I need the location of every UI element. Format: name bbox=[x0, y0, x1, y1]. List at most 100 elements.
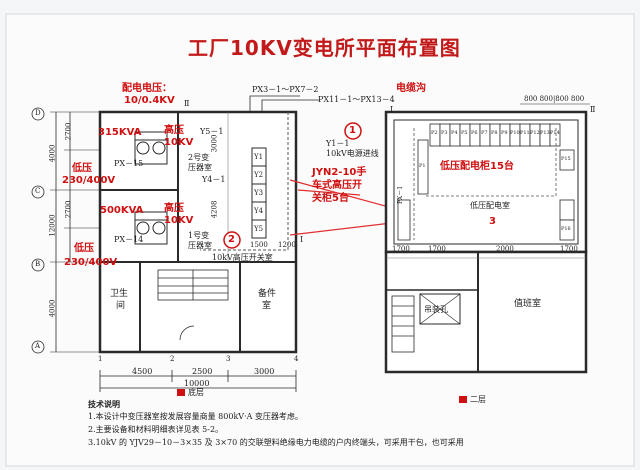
lv-cab-p9: P9 bbox=[501, 130, 508, 136]
label-px11: PX11－1～PX13－4 bbox=[318, 95, 395, 104]
axis-label-a: A bbox=[35, 342, 41, 350]
dim-1200: 1200 bbox=[278, 241, 296, 249]
transformer-1 bbox=[134, 211, 168, 245]
lv-cab-p11: P11 bbox=[520, 130, 530, 136]
right-cable-trench bbox=[413, 128, 557, 240]
transformer2-kva: 315KVA bbox=[98, 127, 142, 138]
label-px3: PX3－1～PX7－2 bbox=[252, 85, 319, 94]
lv-cabinet-row-top bbox=[429, 123, 561, 147]
dim-1700-c: 1700 bbox=[560, 245, 578, 253]
cable-trench-path bbox=[200, 112, 289, 251]
legend-swatch-ground bbox=[177, 389, 185, 396]
label-lv-room: 低压配电室 bbox=[470, 201, 510, 210]
lv-cabinet-count-label: 低压配电柜15台 bbox=[440, 161, 514, 172]
lv-cab-p12: P12 bbox=[530, 130, 540, 136]
label-t2-room-b: 压器室 bbox=[188, 163, 212, 172]
lv-cab-p7: P7 bbox=[481, 130, 488, 136]
label-y4: Y4－1 bbox=[202, 175, 226, 184]
dim-1700-a: 1700 bbox=[392, 245, 410, 253]
marker-3-number: 3 bbox=[489, 216, 496, 227]
axis-label-4: 4 bbox=[294, 355, 299, 363]
lv-cab-p10: P10 bbox=[510, 130, 520, 136]
label-y1: Y1－1 bbox=[326, 139, 350, 148]
right-lower-wall bbox=[384, 250, 588, 374]
right-inner-wall bbox=[393, 119, 579, 245]
label-restroom-a: 卫生 bbox=[110, 289, 129, 299]
dim-2500: 2500 bbox=[192, 367, 213, 376]
notes-heading: 技术说明 bbox=[88, 399, 120, 409]
marker-1-circle bbox=[344, 122, 362, 140]
axis-d bbox=[31, 107, 45, 121]
transformer-2 bbox=[134, 131, 168, 165]
dim-1500: 1500 bbox=[250, 241, 268, 249]
axis-label-1: 1 bbox=[98, 355, 103, 363]
label-px15: PX－15 bbox=[114, 159, 144, 168]
cabinet-y1: Y1 bbox=[254, 153, 264, 161]
page-title: 工厂10KV变电所平面布置图 bbox=[188, 36, 461, 60]
lv-cab-p13: P13 bbox=[540, 130, 550, 136]
axis-label-c: C bbox=[35, 187, 41, 195]
label-hoist: 吊装孔 bbox=[424, 305, 448, 314]
marker-2-number: 2 bbox=[228, 234, 235, 245]
cable-highlights bbox=[289, 179, 401, 236]
dim-3000: 3000 bbox=[210, 134, 219, 153]
lv-cab-p5: P5 bbox=[461, 130, 468, 136]
hoist-hole bbox=[419, 293, 461, 325]
transformer1-hv-b: 10KV bbox=[164, 215, 194, 226]
label-px14: PX－14 bbox=[114, 235, 144, 244]
left-door bbox=[179, 325, 195, 341]
lv-cab-p1: P1 bbox=[419, 163, 426, 169]
power-voltage-value: 10/0.4KV bbox=[124, 95, 175, 106]
dim-4208: 4208 bbox=[210, 200, 219, 219]
label-t1-room-a: 1号变 bbox=[188, 231, 210, 240]
axis-label-2: 2 bbox=[170, 355, 175, 363]
right-floor-plan bbox=[384, 103, 590, 374]
marker-1-number: 1 bbox=[349, 125, 356, 136]
label-t1-room-b: 压器室 bbox=[188, 241, 212, 250]
dim-2700-a: 2700 bbox=[64, 122, 73, 141]
axis-label-3: 3 bbox=[226, 355, 231, 363]
lv-cab-p2: P2 bbox=[431, 130, 438, 136]
label-y5: Y5－1 bbox=[200, 127, 224, 136]
dim-2000: 2000 bbox=[496, 245, 514, 253]
section-mark-ii-right: Ⅱ bbox=[590, 105, 596, 114]
transformer2-hv-b: 10KV bbox=[164, 137, 194, 148]
label-hv-room: 10kV高压开关室 bbox=[212, 253, 273, 262]
transformer1-hv-a: 高压 bbox=[164, 203, 184, 214]
note-1: 1.本设计中变压器室按发展容量商量 800kV·A 变压器考虑。 bbox=[88, 412, 303, 421]
dim-3000-bottom: 3000 bbox=[254, 367, 275, 376]
cabinet-y2: Y2 bbox=[254, 171, 264, 179]
axis-a bbox=[31, 340, 45, 354]
switchgear-label-c: 关柜5台 bbox=[312, 193, 349, 204]
cabinet-y4: Y4 bbox=[254, 207, 264, 215]
lv-cabinet-col-left bbox=[397, 139, 429, 241]
dim-12000: 12000 bbox=[48, 214, 57, 237]
label-px1: PX－1 bbox=[397, 185, 404, 204]
switchgear-label-a: JYN2-10手 bbox=[312, 167, 367, 178]
transformer2-lv-a: 低压 bbox=[72, 163, 92, 174]
legend-swatch-second bbox=[459, 396, 467, 403]
cable-trench-label: 电缆沟 bbox=[396, 83, 426, 94]
transformer1-kva: 500KVA bbox=[100, 205, 144, 216]
lv-cab-p16: P16 bbox=[561, 226, 571, 232]
power-voltage-label: 配电电压： bbox=[122, 83, 172, 94]
label-restroom-b: 间 bbox=[116, 301, 126, 311]
dim-4000-top: 4000 bbox=[48, 144, 57, 163]
lv-cab-p14: P14 bbox=[550, 130, 560, 136]
switchgear-label-b: 车式高压开 bbox=[312, 180, 362, 191]
marker-2-circle bbox=[223, 231, 241, 249]
cabinet-y5: Y5 bbox=[254, 225, 264, 233]
floor-label-second: 二层 bbox=[470, 395, 486, 404]
incoming-lines bbox=[249, 95, 320, 112]
transformer2-lv-b: 230/400V bbox=[62, 175, 116, 186]
dim-top-row: 800 800|800 800 bbox=[524, 95, 585, 103]
note-3: 3.10kV 的 YJV29－10－3×35 及 3×70 的交联塑料绝缘电力电… bbox=[88, 438, 464, 447]
dim-1700-b: 1700 bbox=[428, 245, 446, 253]
axis-label-d: D bbox=[35, 109, 41, 117]
label-spare-a: 备件 bbox=[258, 289, 277, 299]
lv-cab-p4: P4 bbox=[451, 130, 458, 136]
floor-label-ground: 底层 bbox=[188, 388, 204, 397]
dim-4000-bottom: 4000 bbox=[48, 299, 57, 318]
